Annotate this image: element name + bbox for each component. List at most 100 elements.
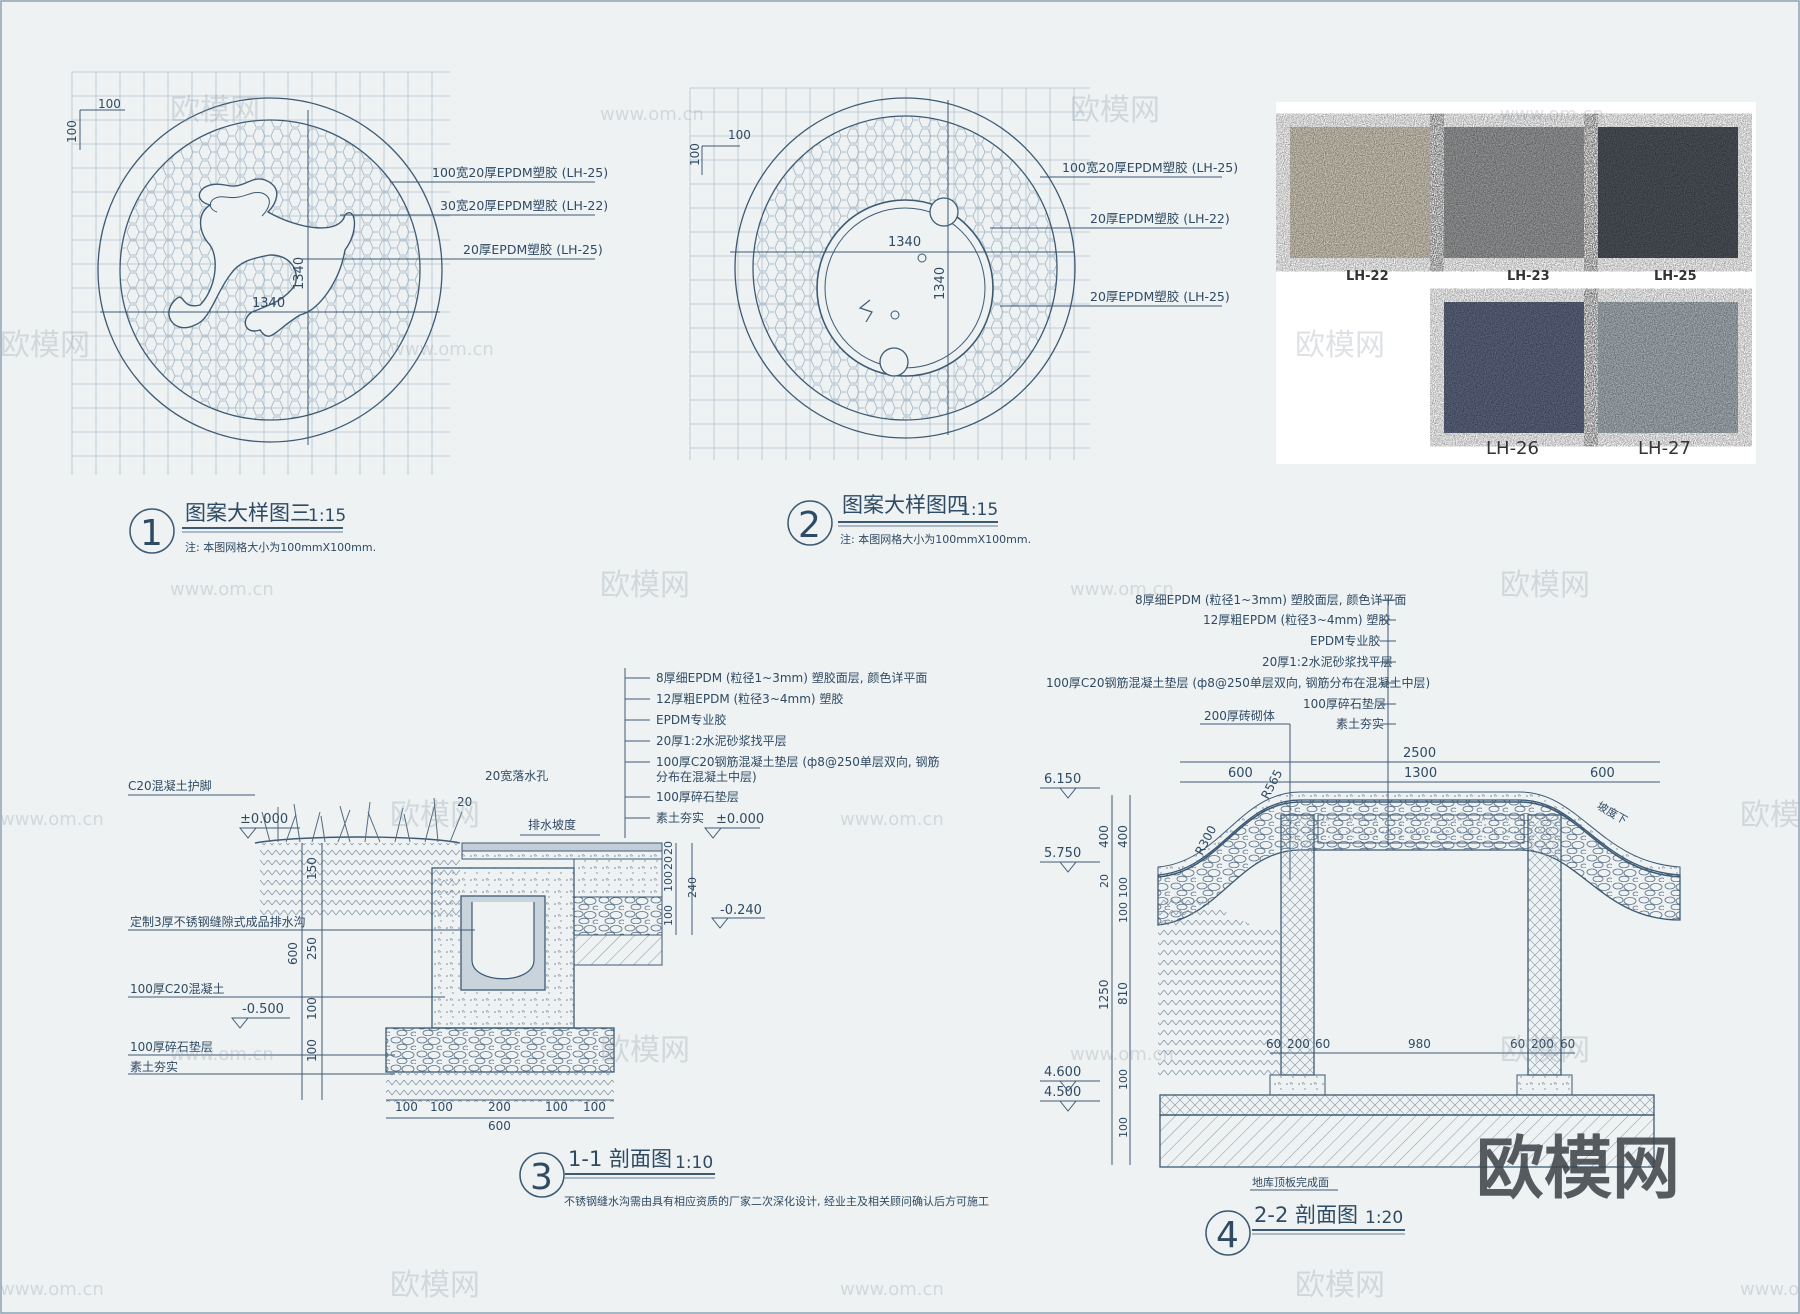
s22-dim-2500: 2500 <box>1403 746 1436 761</box>
s22-dim-600b: 600 <box>1590 766 1615 781</box>
s11-dim-100a: 100 <box>305 997 319 1020</box>
detail-title-4: 2-2 剖面图 <box>1254 1203 1358 1227</box>
s11-label-c20: 100厚C20混凝土 <box>130 981 225 996</box>
s22-layer-1: 8厚细EPDM (粒径1~3mm) 塑胶面层, 颜色详平面 <box>1135 592 1406 607</box>
s11-layer-5: 100厚C20钢筋混凝土垫层 (ф8@250单层双向, 钢筋 <box>656 754 939 769</box>
brick-wall-right <box>1527 814 1562 1076</box>
s22-elev-4500: 4.500 <box>1044 1085 1081 1100</box>
s22-vdim-100b: 100 <box>1117 902 1130 923</box>
s11-elev-right: ±0.000 <box>716 812 764 827</box>
s22-elev-6150: 6.150 <box>1044 772 1081 787</box>
watermark-url: www.om.cn <box>840 809 944 830</box>
detail-scale-4: 1:20 <box>1365 1208 1403 1228</box>
s11-layer-6: 100厚碎石垫层 <box>656 789 739 804</box>
s11-label-slope: 排水坡度 <box>528 817 576 832</box>
watermark-url: www.om.cn <box>0 809 104 830</box>
s11-rdim-240: 240 <box>686 877 699 898</box>
left-soil-2 <box>1158 894 1280 1080</box>
s11-elev-base: -0.500 <box>242 1002 284 1017</box>
watermark-url: www.om.cn <box>1070 1044 1174 1065</box>
s22-vdim-100a: 100 <box>1117 877 1130 898</box>
watermark-layer: 欧模网 www.om.cn 欧模网 www.om.cn 欧模网 www.om.cn 欧模网 w… <box>0 93 1800 1303</box>
watermark-logo: 欧模网 <box>0 328 90 363</box>
dim-height-1: 1340 <box>292 257 307 290</box>
s11-label-c20-toe: C20混凝土护脚 <box>128 778 212 793</box>
inner-disc-2 <box>816 199 994 377</box>
section-2-2: 8厚细EPDM (粒径1~3mm) 塑胶面层, 颜色详平面 12厚粗EPDM (… <box>1040 592 1681 1256</box>
s11-label-drain: 定制3厚不锈钢缝隙式成品排水沟 <box>130 914 306 929</box>
detail-number-2: 2 <box>798 505 821 546</box>
detail-number-4: 4 <box>1216 1215 1239 1256</box>
watermark-logo: 欧模网 <box>1500 1033 1590 1068</box>
s11-bdim-2: 100 <box>430 1100 453 1114</box>
callout-2-a: 100宽20厚EPDM塑胶 (LH-25) <box>1062 160 1238 175</box>
detail-1-pattern-plan: 100 100 1340 1340 100宽20厚EPDM塑胶 (LH-25) … <box>65 71 608 554</box>
watermark-logo: 欧模网 <box>600 568 690 603</box>
watermark-url: www.om.cn <box>390 339 494 360</box>
s11-rdim-20a: 20 <box>662 841 675 855</box>
s11-label-gravel: 100厚碎石垫层 <box>130 1039 213 1054</box>
s11-layer-3: EPDM专业胶 <box>656 712 726 727</box>
s11-layer-1: 8厚细EPDM (粒径1~3mm) 塑胶面层, 颜色详平面 <box>656 670 927 685</box>
detail-scale-2: 1:15 <box>960 500 998 520</box>
watermark-url: www.om.cn <box>0 1279 104 1300</box>
arch-slab-layer <box>1157 791 1681 876</box>
s22-vdim-810: 810 <box>1116 982 1130 1005</box>
swatch-lh-26: LH-26 <box>1444 302 1584 459</box>
callout-1-b: 30宽20厚EPDM塑胶 (LH-22) <box>440 198 608 213</box>
swatch-lh-26-label: LH-26 <box>1486 438 1539 459</box>
s22-elev-4600: 4.600 <box>1044 1065 1081 1080</box>
s11-bdim-3: 200 <box>488 1100 511 1114</box>
s11-dim-600: 600 <box>286 942 300 965</box>
s22-bdim-6: 200 <box>1531 1037 1554 1051</box>
s11-rdim-100a: 100 <box>662 871 675 892</box>
detail-bubble-2 <box>787 500 833 546</box>
watermark-logo: 欧模网 <box>390 1268 480 1303</box>
s11-layer-7: 素土夯实 <box>656 810 704 825</box>
hex-fill-zone-1 <box>119 119 421 421</box>
swatch-lh-27: LH-27 <box>1598 302 1738 459</box>
detail-title-2: 图案大样图四 <box>842 493 968 517</box>
watermark-logo: 欧模网 <box>1070 93 1160 128</box>
detail-note-2: 注: 本图网格大小为100mmX100mm. <box>840 532 1031 546</box>
callout-2-b: 20厚EPDM塑胶 (LH-22) <box>1090 211 1230 226</box>
watermark-logo-big: 欧模网 <box>1476 1130 1680 1209</box>
s22-bdim-5: 60 <box>1510 1037 1525 1051</box>
brick-wall-left <box>1280 814 1315 1076</box>
s22-bdim-3: 60 <box>1315 1037 1330 1051</box>
swatch-lh-25-label: LH-25 <box>1654 269 1697 284</box>
swatch-lh-25: LH-25 <box>1598 127 1738 284</box>
outer-ring-2 <box>734 97 1076 439</box>
s22-wall-label: 200厚砖砌体 <box>1204 708 1275 723</box>
s11-rdim-20b: 20 <box>662 856 675 870</box>
s22-layer-3: EPDM专业胶 <box>1310 633 1380 648</box>
grid-dim-h-1: 100 <box>98 97 121 111</box>
detail-note-3: 不锈钢缝水沟需由具有相应资质的厂家二次深化设计, 经业主及相关顾问确认后方可施工 <box>564 1194 989 1208</box>
s22-layer-7: 素土夯实 <box>1336 716 1384 731</box>
soil-left <box>260 843 460 920</box>
dim-width-1: 1340 <box>252 296 285 311</box>
s11-dim-250: 250 <box>305 937 319 960</box>
swatch-lh-23: LH-23 <box>1444 127 1584 284</box>
watermark-logo: 欧模网 <box>1295 1268 1385 1303</box>
s22-bdim-1: 60 <box>1266 1037 1281 1051</box>
s22-bdim-2: 200 <box>1287 1037 1310 1051</box>
compacted-soil <box>386 1072 614 1102</box>
callout-1-a: 100宽20厚EPDM塑胶 (LH-25) <box>432 165 608 180</box>
detail-scale-1: 1:15 <box>308 506 346 526</box>
monkey-ear-bottom <box>879 347 909 377</box>
dim-height-2: 1340 <box>933 267 948 300</box>
watermark-url: www.om.cn <box>170 579 274 600</box>
s22-vdim-1250: 1250 <box>1097 979 1111 1010</box>
watermark-url: www.om.cn <box>1500 104 1604 125</box>
s11-bdim-5: 100 <box>583 1100 606 1114</box>
watermark-logo: 欧模网 <box>170 93 260 128</box>
detail-2-pattern-plan: 100 100 1340 1340 100宽20厚EPDM塑胶 (LH-25) … <box>688 87 1238 546</box>
s11-label-soil: 素土夯实 <box>130 1059 178 1074</box>
s22-bdim-7: 60 <box>1560 1037 1575 1051</box>
gravel-bed <box>385 1027 615 1073</box>
s11-dim-150: 150 <box>305 857 319 880</box>
detail-scale-3: 1:10 <box>675 1153 713 1173</box>
grid-dim-h-2: 100 <box>728 128 751 142</box>
